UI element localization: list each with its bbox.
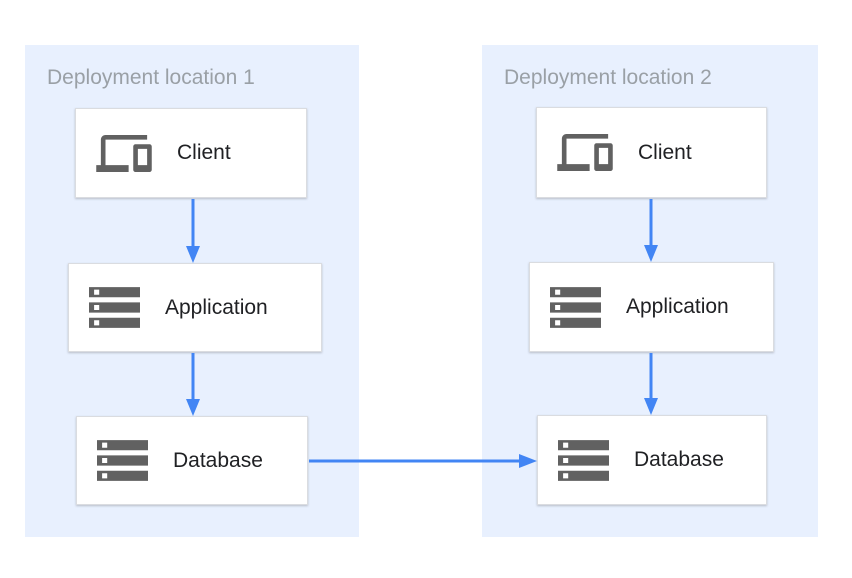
node-database-1: Database	[76, 416, 308, 505]
devices-icon	[96, 134, 152, 172]
node-application-2: Application	[529, 262, 774, 352]
node-application-1: Application	[68, 263, 322, 352]
node-label: Application	[626, 295, 729, 318]
node-client-2: Client	[536, 107, 767, 198]
node-client-1: Client	[75, 108, 307, 198]
node-database-2: Database	[537, 415, 767, 505]
node-label: Application	[165, 295, 268, 319]
server-stack-icon	[558, 439, 609, 481]
server-stack-icon	[89, 287, 140, 328]
node-label: Client	[638, 140, 692, 164]
panel-deployment-location-1: Deployment location 1 Client Application	[25, 45, 359, 537]
panel-deployment-location-2: Deployment location 2 Client Application	[482, 45, 818, 537]
node-label: Client	[177, 141, 231, 164]
panel-title: Deployment location 2	[504, 66, 712, 89]
server-stack-icon	[550, 286, 601, 328]
server-stack-icon	[97, 440, 148, 481]
node-label: Database	[634, 448, 724, 471]
devices-icon	[557, 134, 613, 171]
panel-title: Deployment location 1	[47, 66, 255, 89]
node-label: Database	[173, 448, 263, 472]
